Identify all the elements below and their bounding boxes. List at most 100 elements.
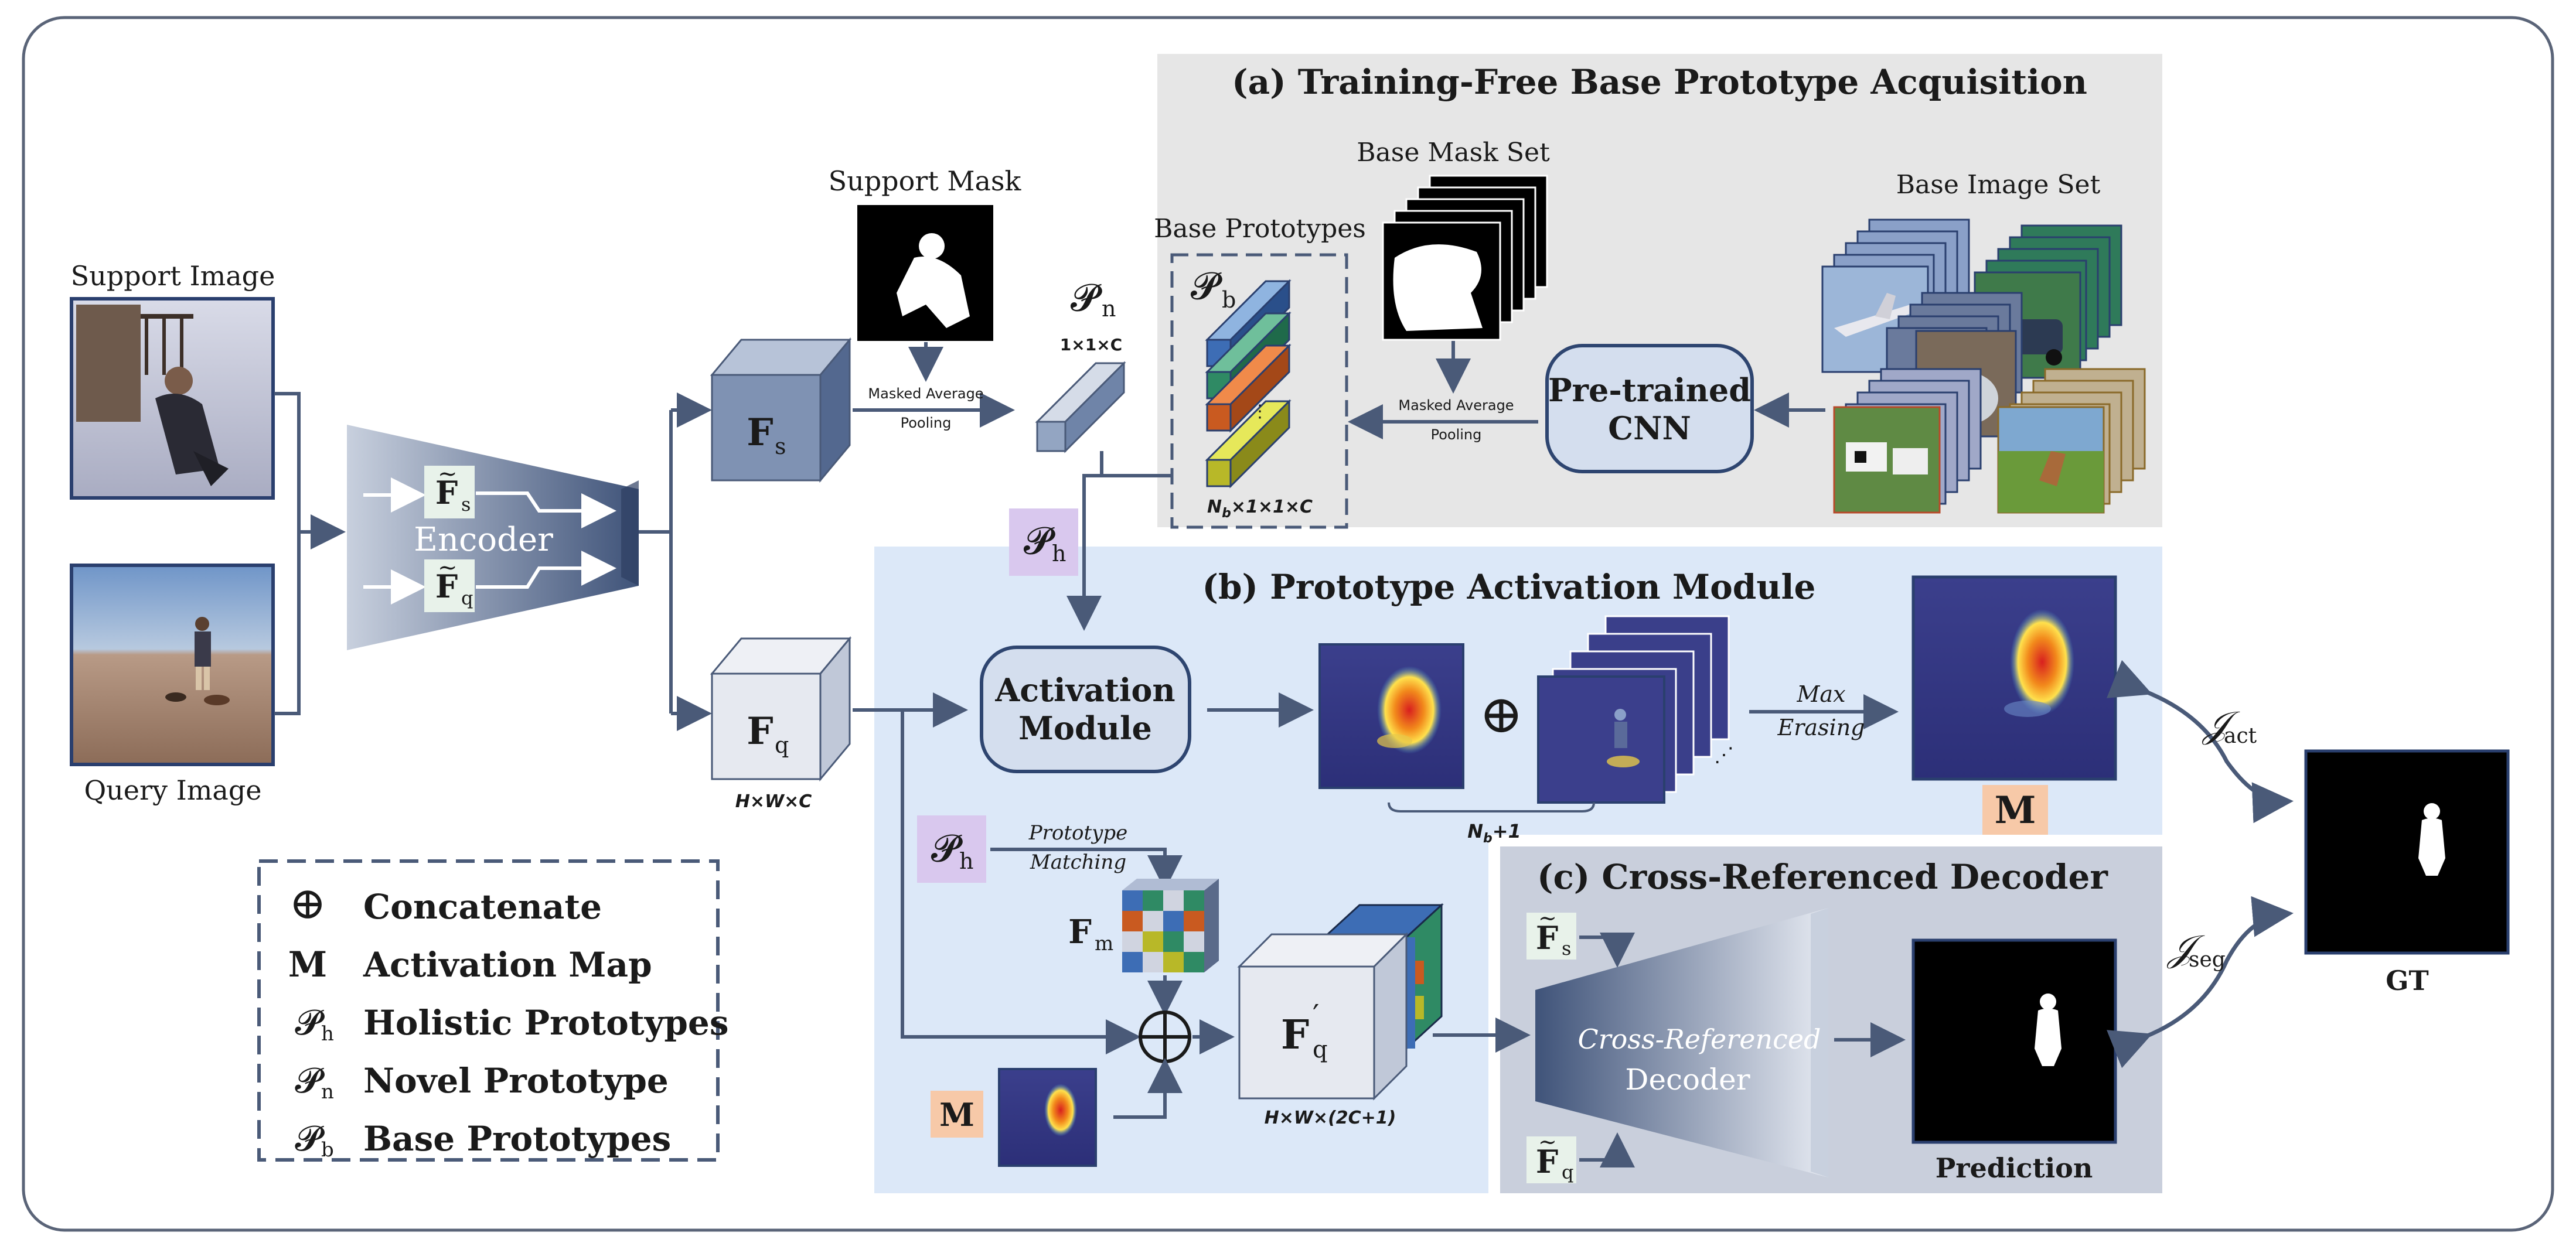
fq-prime-label: F bbox=[1281, 1012, 1309, 1059]
query-image bbox=[70, 564, 275, 766]
masked-pooling-label-1b: Pooling bbox=[901, 415, 952, 431]
m-badge-2 bbox=[931, 1091, 983, 1138]
svg-text:s: s bbox=[461, 493, 471, 515]
legend-label: Holistic Prototypes bbox=[363, 1003, 728, 1043]
fq-prime-dims: H×W×(2C+1) bbox=[1265, 1108, 1396, 1128]
fs-sub: s bbox=[775, 433, 786, 459]
support-mask-label: Support Mask bbox=[829, 165, 1022, 197]
base-prototype-bars: ⋮ bbox=[1205, 279, 1292, 489]
decoder-label-2: Decoder bbox=[1625, 1063, 1750, 1097]
support-image-label: Support Image bbox=[71, 260, 275, 292]
encoder-feat-s: F s ~ bbox=[363, 460, 616, 528]
count-label: Nb+1 bbox=[1467, 820, 1521, 846]
panel-c-title: (c) Cross-Referenced Decoder bbox=[1537, 857, 2108, 897]
decoder-fs-sub: s bbox=[1562, 937, 1571, 960]
legend-row: ⊕Concatenate bbox=[289, 877, 602, 929]
base-mask-set-label: Base Mask Set bbox=[1357, 138, 1550, 168]
fm-cube bbox=[1122, 879, 1219, 972]
legend-label: Novel Prototype bbox=[363, 1061, 669, 1101]
support-image bbox=[70, 297, 275, 500]
act-loss-sub: act bbox=[2224, 724, 2257, 748]
legend-symbol: 𝓟 bbox=[295, 1118, 325, 1159]
arrow-prototype-matching bbox=[990, 848, 1183, 890]
svg-text:F: F bbox=[435, 474, 458, 511]
legend-label: Base Prototypes bbox=[363, 1119, 671, 1159]
decoder-fq-sub: q bbox=[1562, 1161, 1573, 1183]
encoder-label: Encoder bbox=[414, 521, 553, 559]
ph-badge-top-sub: h bbox=[1052, 541, 1066, 566]
legend-label: Activation Map bbox=[363, 945, 652, 985]
fq-label: F bbox=[747, 709, 773, 753]
seg-loss-arrow bbox=[2107, 896, 2294, 1068]
legend-symbol-sub: b bbox=[321, 1138, 334, 1162]
legend-symbol-sub: n bbox=[321, 1080, 334, 1104]
svg-text:⋮: ⋮ bbox=[1251, 401, 1269, 422]
base-mask-stack bbox=[1382, 175, 1548, 341]
max-erasing-label-1: Max bbox=[1797, 681, 1846, 707]
pretrained-cnn-block bbox=[1545, 344, 1754, 473]
activation-label-2: Module bbox=[1018, 709, 1152, 747]
pn-dims: 1×1×C bbox=[1060, 335, 1122, 354]
decoder-fs-label: F bbox=[1536, 919, 1558, 957]
arrow-fq-to-decoder bbox=[1579, 1132, 1635, 1167]
fm-label: F bbox=[1068, 913, 1092, 951]
arrow-fs-to-decoder bbox=[1579, 933, 1635, 968]
erased-map-stack: ⋰ bbox=[1537, 615, 1734, 804]
m-badge-label: M bbox=[1995, 788, 2036, 832]
activation-map-image bbox=[1318, 643, 1464, 789]
seg-loss-sub: seg bbox=[2189, 948, 2226, 972]
legend-label: Concatenate bbox=[363, 887, 602, 927]
pb-dims: Nb×1×1×C bbox=[1207, 497, 1313, 521]
ph-badge-top bbox=[1009, 508, 1078, 576]
arrow-fq-to-concat bbox=[901, 710, 1141, 1054]
pn-bar bbox=[1035, 361, 1126, 453]
input-join-line bbox=[274, 392, 301, 715]
fq-dims: H×W×C bbox=[735, 791, 812, 812]
gt-image bbox=[2304, 749, 2510, 955]
fq-prime-cube bbox=[1237, 903, 1444, 1101]
ph-badge-top-symbol: 𝓟 bbox=[1024, 520, 1055, 563]
ph-badge-bottom-sub: h bbox=[959, 848, 973, 874]
prototype-matching-label-2: Matching bbox=[1030, 851, 1126, 874]
count-brace bbox=[1388, 802, 1595, 812]
legend-box bbox=[257, 859, 720, 1162]
masked-pooling-label-2b: Pooling bbox=[1431, 426, 1482, 443]
fm-sub: m bbox=[1095, 932, 1113, 955]
masked-pooling-label-2: Masked Average bbox=[1398, 397, 1514, 414]
panel-b-title: (b) Prototype Activation Module bbox=[1202, 567, 1816, 607]
base-prototypes-label: Base Prototypes bbox=[1154, 214, 1366, 244]
fq-cube bbox=[710, 636, 852, 782]
cnn-label-1: Pre-trained bbox=[1548, 371, 1751, 409]
svg-text:~: ~ bbox=[438, 554, 458, 581]
fq-prime-mark: ′ bbox=[1313, 998, 1319, 1032]
ph-badge-bottom bbox=[917, 815, 986, 883]
pn-sub: n bbox=[1102, 296, 1116, 322]
fs-label: F bbox=[747, 411, 773, 455]
svg-text:~: ~ bbox=[1538, 1129, 1557, 1155]
encoder-feat-q: F q ~ bbox=[363, 551, 616, 612]
ph-badge-bottom-symbol: 𝓟 bbox=[931, 827, 963, 870]
decoder-fq-badge bbox=[1526, 1136, 1576, 1183]
base-image-set-label: Base Image Set bbox=[1896, 170, 2101, 200]
support-mask-image bbox=[857, 205, 993, 341]
small-activation-map bbox=[998, 1068, 1097, 1167]
activation-module-block bbox=[980, 646, 1191, 773]
svg-text:~: ~ bbox=[438, 460, 458, 487]
m-badge-2-label: M bbox=[939, 1096, 974, 1133]
legend-symbol: M bbox=[288, 944, 327, 985]
fq-prime-sub: q bbox=[1313, 1036, 1328, 1063]
base-image-stack bbox=[1821, 218, 2146, 514]
prediction-image bbox=[1911, 938, 2117, 1144]
prototype-matching-label-1: Prototype bbox=[1028, 821, 1128, 845]
decoder-label-1: Cross-Referenced bbox=[1577, 1023, 1821, 1055]
decoder-fq-label: F bbox=[1536, 1143, 1558, 1180]
pb-symbol: 𝓟 bbox=[1191, 265, 1222, 308]
query-image-label: Query Image bbox=[84, 774, 261, 806]
legend-symbol-sub: h bbox=[321, 1022, 334, 1046]
prediction-label: Prediction bbox=[1936, 1152, 2093, 1184]
pb-sub: b bbox=[1222, 287, 1236, 313]
